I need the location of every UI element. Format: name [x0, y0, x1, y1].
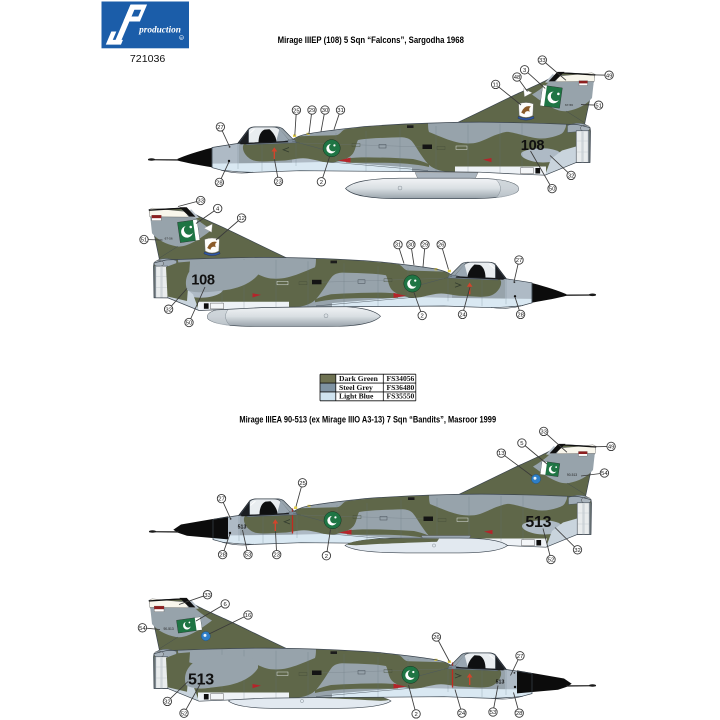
svg-text:Dark Green: Dark Green [339, 374, 379, 383]
svg-text:28: 28 [216, 181, 223, 187]
svg-text:29: 29 [309, 108, 316, 114]
svg-text:R: R [180, 36, 183, 40]
svg-text:Steel Grey: Steel Grey [339, 383, 373, 392]
svg-text:513: 513 [238, 524, 247, 530]
svg-text:51: 51 [141, 238, 148, 244]
svg-text:13: 13 [498, 451, 505, 457]
svg-text:33: 33 [197, 199, 204, 205]
svg-text:49: 49 [608, 445, 615, 451]
svg-text:16: 16 [245, 613, 252, 619]
svg-text:54: 54 [139, 626, 146, 632]
svg-text:513: 513 [496, 680, 505, 686]
svg-text:32: 32 [164, 700, 171, 706]
svg-text:12: 12 [238, 216, 245, 222]
svg-text:32: 32 [568, 174, 575, 180]
svg-text:54: 54 [601, 471, 608, 477]
svg-text:29: 29 [422, 243, 429, 249]
svg-text:Mirage IIIEP (108) 5 Sqn “Falc: Mirage IIIEP (108) 5 Sqn “Falcons”, Sarg… [278, 34, 464, 45]
svg-text:90-513: 90-513 [567, 473, 577, 477]
svg-text:3: 3 [523, 68, 527, 74]
svg-text:108: 108 [521, 138, 545, 154]
svg-text:53: 53 [245, 553, 252, 559]
svg-text:67-56: 67-56 [165, 237, 173, 241]
svg-text:53: 53 [490, 710, 497, 716]
svg-text:50: 50 [549, 187, 556, 193]
svg-text:24: 24 [459, 313, 466, 319]
svg-text:52: 52 [548, 558, 555, 564]
svg-text:2: 2 [414, 712, 417, 718]
svg-text:4: 4 [216, 207, 220, 213]
svg-text:2: 2 [325, 554, 328, 560]
svg-text:27: 27 [218, 497, 225, 503]
svg-text:28: 28 [516, 711, 523, 717]
svg-text:Mirage IIIEA 90-513 (ex Mirage: Mirage IIIEA 90-513 (ex Mirage IIIO A3-1… [239, 414, 496, 425]
svg-text:FS34056: FS34056 [387, 374, 415, 383]
svg-text:721036: 721036 [130, 54, 166, 65]
svg-text:32: 32 [574, 548, 581, 554]
svg-text:28: 28 [517, 313, 524, 319]
svg-text:30: 30 [408, 243, 415, 249]
svg-text:32: 32 [165, 307, 172, 313]
svg-text:51: 51 [595, 103, 602, 109]
svg-text:48: 48 [514, 75, 521, 81]
svg-text:513: 513 [525, 514, 551, 531]
svg-text:26: 26 [433, 635, 440, 641]
svg-text:108: 108 [191, 273, 215, 289]
svg-text:2: 2 [421, 314, 424, 320]
svg-text:27: 27 [517, 654, 524, 660]
svg-text:33: 33 [539, 58, 546, 64]
svg-text:25: 25 [299, 481, 306, 487]
svg-text:6: 6 [224, 602, 228, 608]
svg-text:23: 23 [275, 180, 282, 186]
svg-text:FS36480: FS36480 [387, 383, 415, 392]
svg-text:27: 27 [217, 125, 224, 131]
svg-text:31: 31 [337, 108, 344, 114]
svg-text:production: production [138, 25, 181, 35]
svg-text:90-513: 90-513 [163, 627, 173, 631]
svg-text:30: 30 [322, 108, 329, 114]
svg-text:31: 31 [395, 243, 402, 249]
svg-text:24: 24 [459, 711, 466, 717]
svg-text:11: 11 [493, 83, 499, 89]
svg-text:23: 23 [273, 553, 280, 559]
svg-text:2: 2 [320, 180, 323, 186]
svg-text:28: 28 [219, 553, 226, 559]
svg-text:26: 26 [438, 243, 445, 249]
svg-text:49: 49 [606, 73, 613, 79]
svg-text:5: 5 [520, 441, 524, 447]
svg-text:25: 25 [293, 108, 300, 114]
svg-text:Light Blue: Light Blue [339, 392, 374, 401]
svg-text:52: 52 [181, 711, 188, 717]
svg-text:50: 50 [186, 321, 193, 327]
svg-text:513: 513 [188, 672, 214, 689]
svg-text:67-56: 67-56 [565, 103, 573, 107]
svg-text:33: 33 [540, 430, 547, 436]
svg-text:33: 33 [204, 593, 211, 599]
svg-text:FS35550: FS35550 [387, 392, 415, 401]
svg-text:27: 27 [516, 258, 523, 264]
